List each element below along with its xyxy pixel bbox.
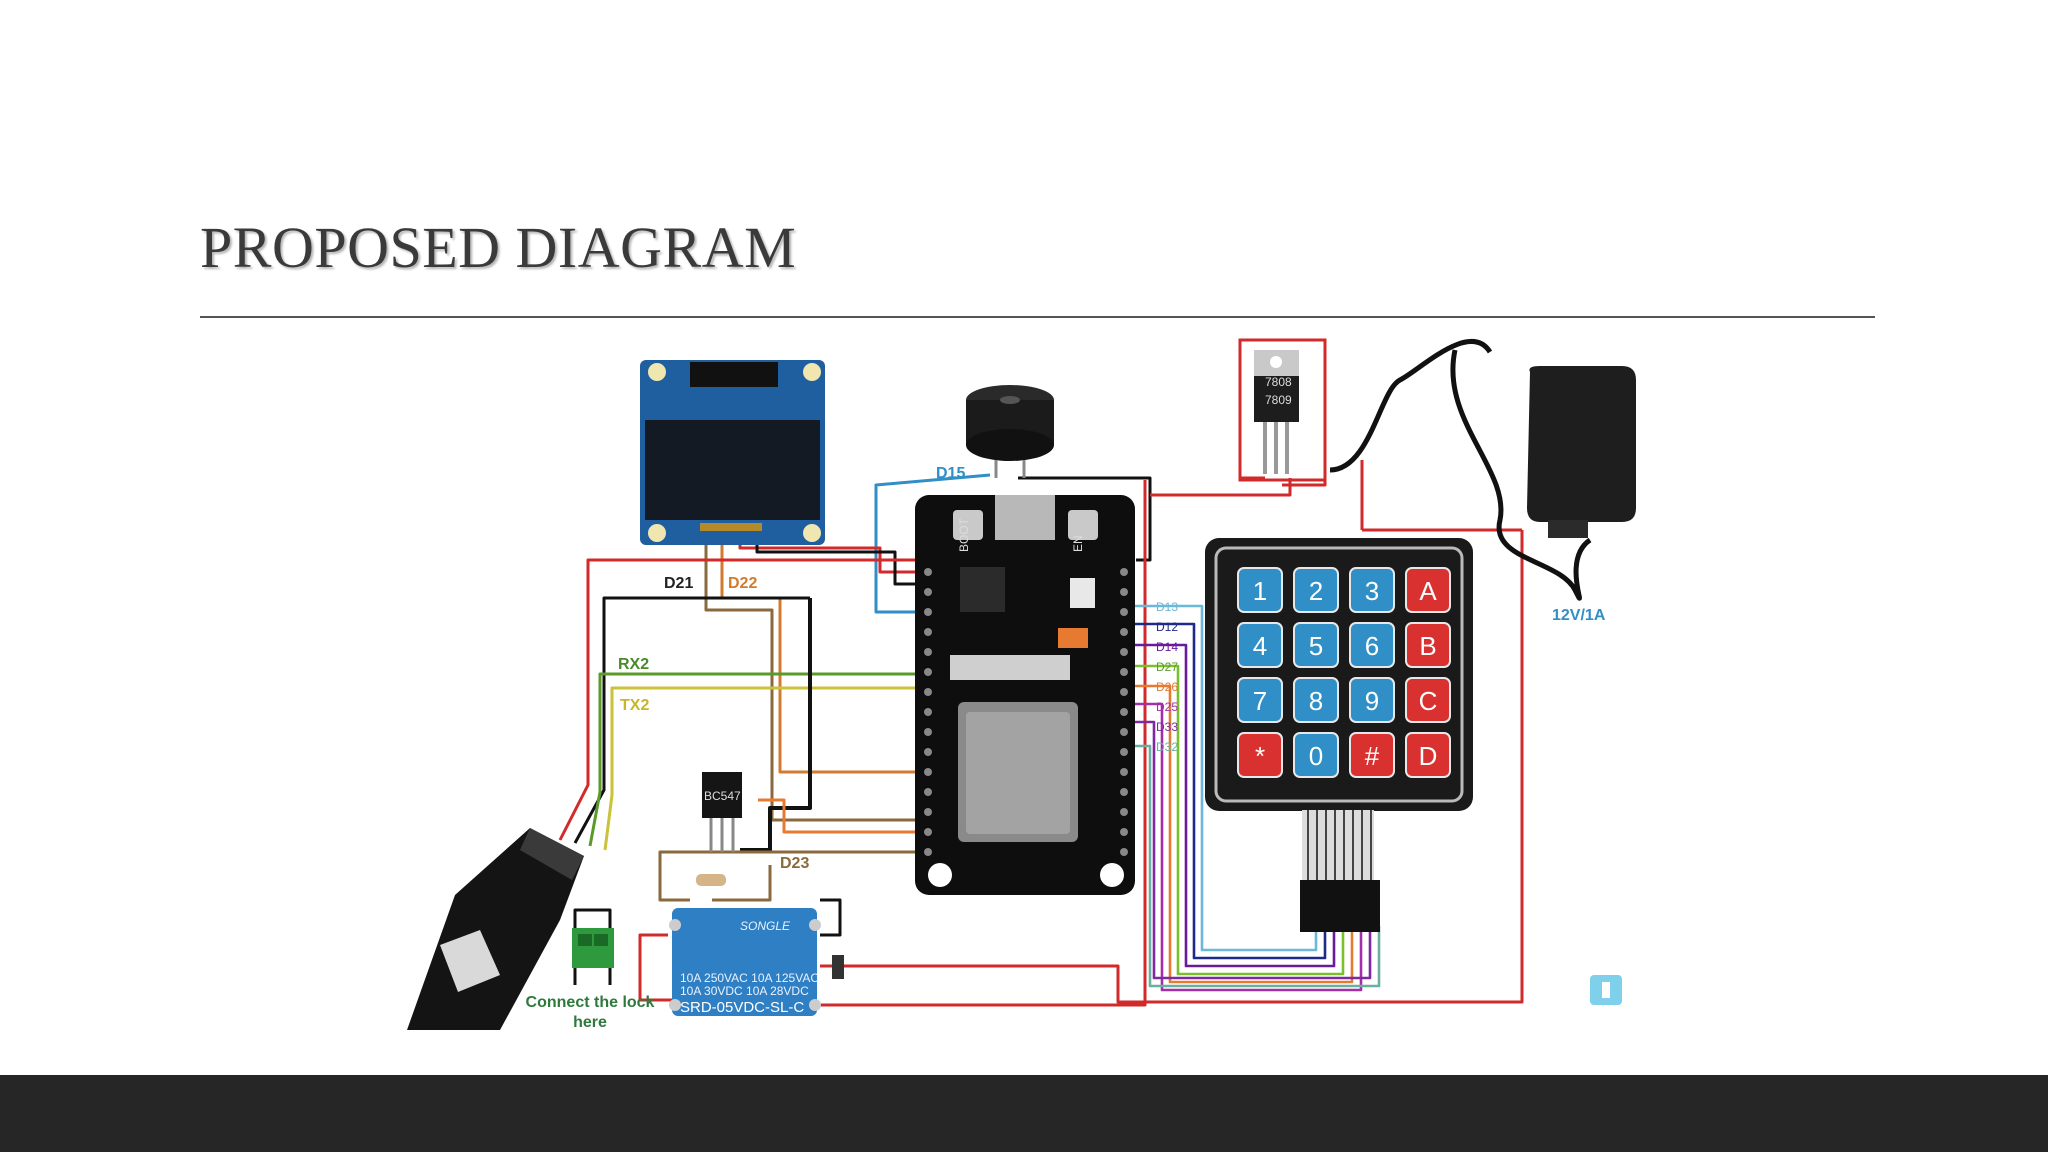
regulator-label-1: 7808 xyxy=(1265,375,1292,389)
regulator-label-2: 7809 xyxy=(1265,393,1292,407)
label-rx2: RX2 xyxy=(618,656,649,673)
footer-bar xyxy=(0,1075,2048,1152)
keypad-key-label: # xyxy=(1365,741,1380,771)
watermark-icon xyxy=(1590,975,1622,1005)
label-d14: D14 xyxy=(1156,640,1178,654)
keypad-key-label: 2 xyxy=(1309,576,1323,606)
oled-display-icon xyxy=(640,360,825,545)
keypad-key-label: 3 xyxy=(1365,576,1379,606)
keypad-key-label: 4 xyxy=(1253,631,1267,661)
label-d23: D23 xyxy=(780,855,809,872)
label-d13: D13 xyxy=(1156,600,1178,614)
fingerprint-sensor-icon xyxy=(407,828,584,1030)
esp-en-label: EN xyxy=(1071,535,1085,552)
keypad-key xyxy=(1237,732,1283,778)
title-divider xyxy=(200,316,1875,318)
keypad-key-label: D xyxy=(1419,741,1438,771)
keypad-key-label: 8 xyxy=(1309,686,1323,716)
keypad-key-label: A xyxy=(1419,576,1437,606)
terminal-block-icon: Connect the lock here xyxy=(526,928,655,1031)
relay-module-icon: SONGLE 10A 250VAC 10A 125VAC 10A 30VDC 1… xyxy=(669,908,844,1016)
wire-relay-blk xyxy=(820,898,842,937)
keypad-key-label: 7 xyxy=(1253,686,1267,716)
wire-relay-out xyxy=(820,530,1524,1004)
relay-model: SRD-05VDC-SL-C xyxy=(680,999,804,1016)
label-d26: D26 xyxy=(1156,680,1178,694)
label-d33: D33 xyxy=(1156,720,1178,734)
keypad-key-label: B xyxy=(1419,631,1436,661)
keypad-key xyxy=(1293,622,1339,668)
keypad-key-label: * xyxy=(1255,741,1265,771)
wire-d23 xyxy=(658,850,925,902)
keypad-key-label: C xyxy=(1419,686,1438,716)
wire-relay-red xyxy=(638,933,680,1002)
power-label: 12V/1A xyxy=(1552,607,1606,624)
esp-boot-label: BOOT xyxy=(957,517,971,552)
keypad-keys: 1 2 3 A 4 5 6 B 7 8 9 C * 0 # D xyxy=(1237,567,1451,778)
keypad-key xyxy=(1349,567,1395,613)
pin-labels: D15 D21 D22 RX2 TX2 D23 D13 D12 D14 D27 … xyxy=(618,465,1178,872)
wire-gnd-loop xyxy=(740,598,812,852)
keypad-key xyxy=(1293,677,1339,723)
relay-brand: SONGLE xyxy=(740,919,791,933)
transistor-label: BC547 xyxy=(704,789,741,803)
keypad-key xyxy=(1405,677,1451,723)
keypad-key xyxy=(1349,622,1395,668)
wire-transistor-base xyxy=(758,798,925,834)
keypad-key xyxy=(1237,622,1283,668)
keypad-wires xyxy=(1132,604,1381,992)
keypad-4x4-icon: 1 2 3 A 4 5 6 B 7 8 9 C * 0 # D xyxy=(1205,538,1473,932)
wire-rx2 xyxy=(588,672,925,847)
wire-reg-out xyxy=(1150,478,1292,497)
buzzer-icon xyxy=(966,385,1054,478)
label-d12: D12 xyxy=(1156,620,1178,634)
label-d21: D21 xyxy=(664,575,693,592)
voltage-regulator-icon: 7808 7809 xyxy=(1238,338,1327,482)
keypad-key-label: 9 xyxy=(1365,686,1379,716)
lock-label-1: Connect the lock xyxy=(526,994,655,1011)
relay-spec-1: 10A 250VAC 10A 125VAC xyxy=(680,971,819,985)
slide-title: PROPOSED DIAGRAM xyxy=(200,215,797,280)
wire-oled-sda xyxy=(704,535,925,822)
keypad-key xyxy=(1405,567,1451,613)
keypad-key xyxy=(1405,732,1451,778)
wire-relay-out2 xyxy=(820,480,1147,1007)
wire-adapter-cable xyxy=(1329,338,1592,601)
keypad-key xyxy=(1349,732,1395,778)
wire-buzzer-gnd xyxy=(1018,476,1152,562)
keypad-key xyxy=(1349,677,1395,723)
keypad-key xyxy=(1293,567,1339,613)
esp32-board-icon: BOOT EN xyxy=(915,495,1135,895)
keypad-key-label: 0 xyxy=(1309,741,1323,771)
keypad-key-label: 5 xyxy=(1309,631,1323,661)
keypad-key xyxy=(1237,567,1283,613)
bc547-transistor-icon: BC547 xyxy=(696,772,742,886)
wire-oled-gnd xyxy=(755,535,925,586)
label-d15: D15 xyxy=(936,465,965,482)
label-tx2: TX2 xyxy=(620,697,649,714)
wire-tx2 xyxy=(603,686,925,851)
label-d25: D25 xyxy=(1156,700,1178,714)
label-d32: D32 xyxy=(1156,740,1178,754)
label-d27: D27 xyxy=(1156,660,1178,674)
wire-relay-lower xyxy=(712,865,772,902)
power-adapter-icon: 12V/1A xyxy=(1527,366,1636,624)
wire-fp-gnd xyxy=(573,596,810,844)
keypad-key xyxy=(1405,622,1451,668)
relay-spec-2: 10A 30VDC 10A 28VDC xyxy=(680,984,809,998)
label-d22: D22 xyxy=(728,575,757,592)
keypad-key-label: 1 xyxy=(1253,576,1267,606)
lock-label-2: here xyxy=(573,1014,607,1031)
keypad-key-label: 6 xyxy=(1365,631,1379,661)
wire-fp-vcc xyxy=(558,558,925,841)
keypad-key xyxy=(1293,732,1339,778)
keypad-key xyxy=(1237,677,1283,723)
